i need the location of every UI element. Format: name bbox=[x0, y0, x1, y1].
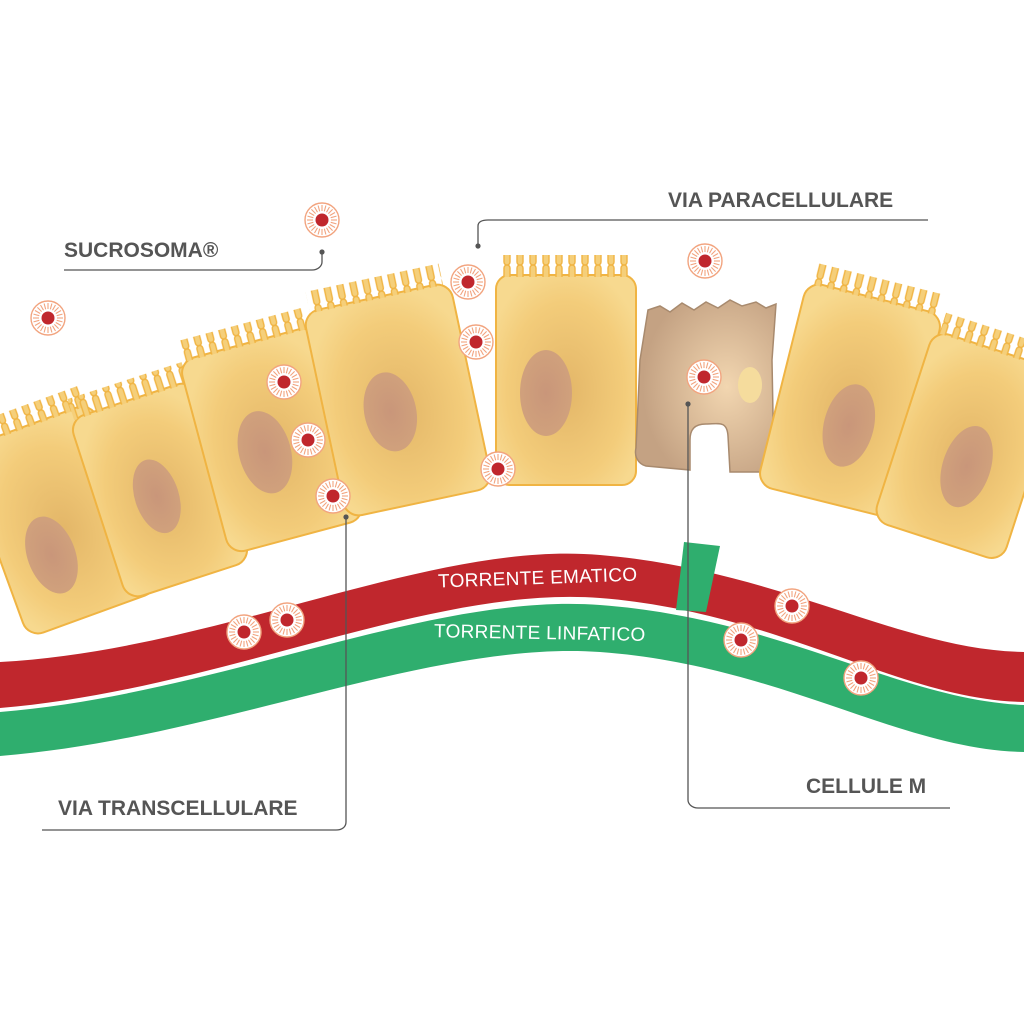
callout-dot bbox=[343, 514, 349, 520]
callout-dot bbox=[475, 243, 481, 249]
sucrosome-particle bbox=[290, 422, 326, 458]
sucrosome-particle bbox=[304, 202, 340, 238]
sucrosome-particle bbox=[315, 478, 351, 514]
sucrosome-particle bbox=[687, 243, 723, 279]
lymph-duct bbox=[676, 542, 720, 612]
label-transcellular: VIA TRANSCELLULARE bbox=[58, 797, 298, 820]
sucrosome-particle bbox=[686, 359, 722, 395]
sucrosome-particles bbox=[30, 202, 879, 696]
sucrosome-particle bbox=[226, 614, 262, 650]
nucleus bbox=[822, 384, 876, 467]
nucleus bbox=[520, 350, 572, 436]
nucleus bbox=[237, 411, 293, 494]
callout-line-transcellular bbox=[42, 517, 347, 831]
nucleus bbox=[940, 425, 993, 508]
sucrosome-particle bbox=[458, 324, 494, 360]
blood-stream bbox=[0, 553, 1024, 708]
lymph-stream bbox=[0, 603, 1024, 756]
sucrosome-particle bbox=[774, 588, 810, 624]
m-cell-inclusion bbox=[738, 367, 762, 403]
callout-dot bbox=[319, 249, 325, 255]
nucleus bbox=[132, 459, 181, 534]
sucrosome-particle bbox=[269, 602, 305, 638]
sucrosome-particle bbox=[843, 660, 879, 696]
callout-lines bbox=[42, 219, 950, 831]
sucrosome-particle bbox=[723, 622, 759, 658]
callout-line-paracellular bbox=[477, 219, 928, 246]
epithelial-cell bbox=[304, 263, 492, 517]
lymph-stream-label: TORRENTE LINFATICO bbox=[434, 621, 646, 646]
sucrosome-particle bbox=[30, 300, 66, 336]
nucleus bbox=[363, 372, 418, 452]
callout-line-sucrosoma bbox=[64, 252, 323, 271]
callout-dots bbox=[319, 243, 691, 520]
callout-line-m-cells bbox=[687, 404, 950, 809]
callout-dot bbox=[685, 401, 691, 407]
sucrosome-particle bbox=[480, 451, 516, 487]
label-m-cells: CELLULE M bbox=[806, 775, 927, 798]
label-paracellular: VIA PARACELLULARE bbox=[668, 189, 894, 212]
nucleus bbox=[25, 516, 78, 594]
label-sucrosoma: SUCROSOMA® bbox=[64, 239, 219, 262]
epithelial-cell bbox=[875, 312, 1024, 559]
epithelial-cell bbox=[495, 255, 637, 486]
sucrosome-particle bbox=[266, 364, 302, 400]
sucrosome-particle bbox=[450, 264, 486, 300]
